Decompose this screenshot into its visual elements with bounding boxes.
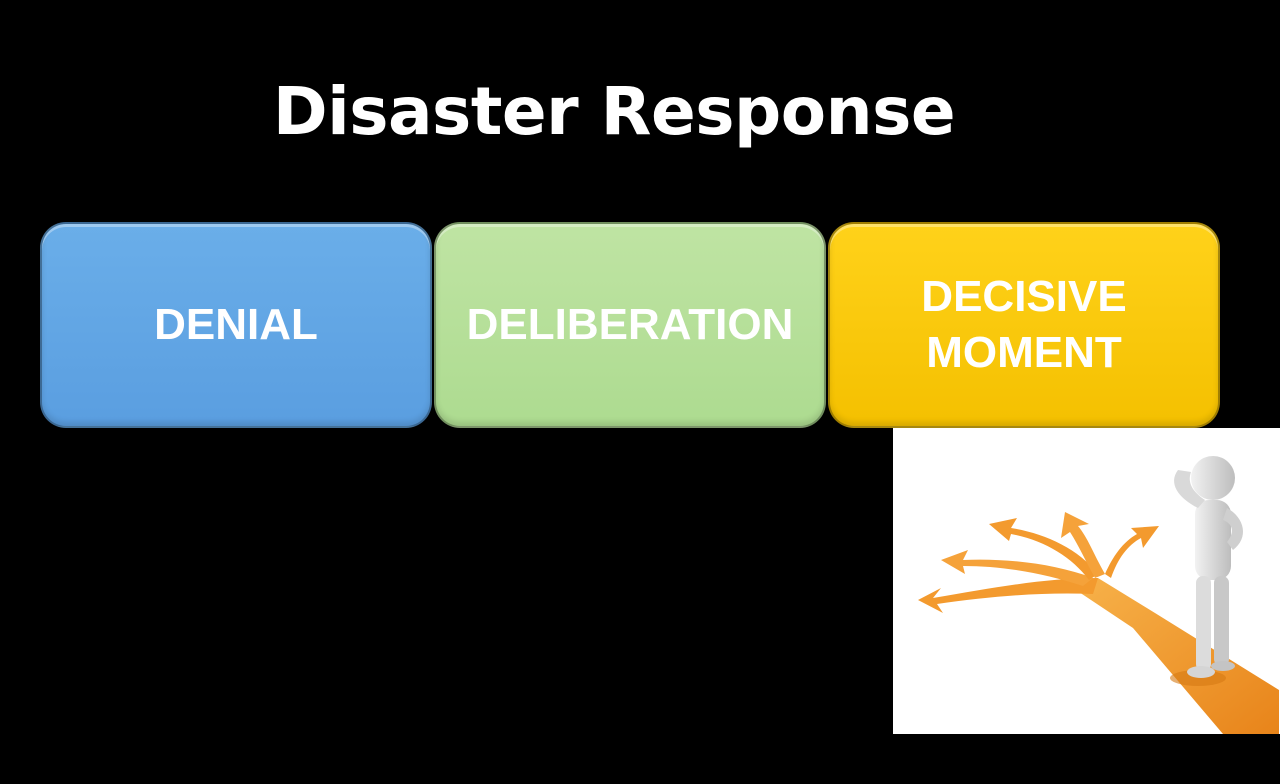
thinking-person (1170, 456, 1244, 686)
stage-label: DELIBERATION (466, 300, 794, 349)
stage-denial: DENIAL (40, 222, 432, 428)
slide-title: Disaster Response (272, 73, 956, 150)
arrow-left-low (918, 578, 1098, 613)
arrow-left-mid (941, 550, 1093, 586)
stage-label: DENIAL (154, 300, 318, 349)
stage-label: DECISIVE MOMENT (921, 272, 1127, 377)
arrow-upper-left (989, 518, 1098, 580)
stage-deliberation: DELIBERATION (434, 222, 826, 428)
person-at-crossroads-icon (893, 428, 1280, 734)
arrow-upper-right (1105, 526, 1159, 578)
road-shape (1073, 578, 1279, 734)
crossroads-illustration (918, 456, 1279, 734)
stage-decisive-moment: DECISIVE MOMENT (828, 222, 1220, 428)
arrow-up (1061, 512, 1105, 578)
